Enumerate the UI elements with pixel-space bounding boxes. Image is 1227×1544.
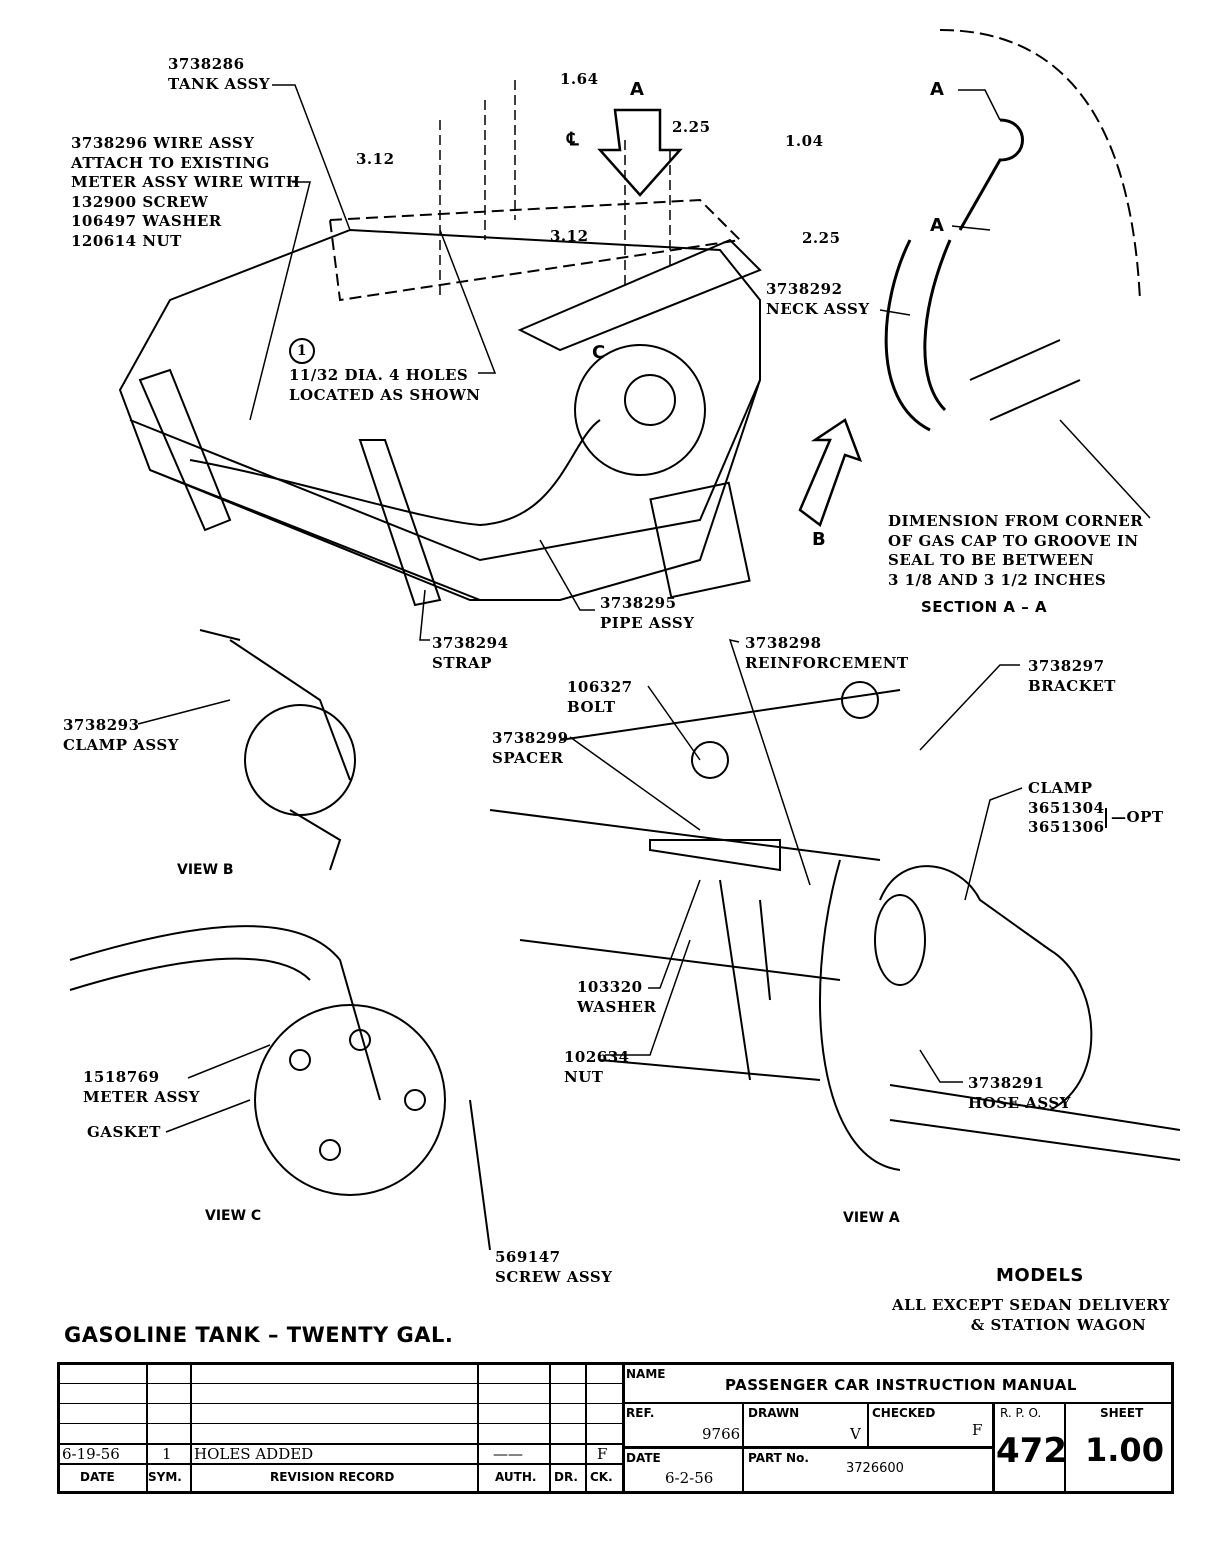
ref-label: REF. <box>626 1406 655 1420</box>
revision-ck: F <box>597 1445 608 1463</box>
ref-value: 9766 <box>702 1425 741 1443</box>
wire-assy-label: 3738296 WIRE ASSY ATTACH TO EXISTING MET… <box>71 134 301 250</box>
gasket-label: GASKET <box>87 1123 161 1141</box>
opt-label: —OPT <box>1105 808 1164 828</box>
bracket-label: 3738297 BRACKET <box>1028 657 1116 695</box>
header-dr: DR. <box>554 1470 578 1484</box>
tank-assy-label: 3738286 TANK ASSY <box>168 55 271 93</box>
arrow-b <box>798 418 863 528</box>
arrow-a <box>597 108 683 197</box>
checked-label: CHECKED <box>872 1406 936 1420</box>
view-b-label: VIEW B <box>177 862 234 878</box>
drawing-title: GASOLINE TANK – TWENTY GAL. <box>64 1323 454 1347</box>
revision-date: 6-19-56 <box>62 1445 120 1463</box>
part-label: PART No. <box>748 1451 809 1465</box>
spacer-label: 3738299 SPACER <box>492 729 569 767</box>
header-ck: CK. <box>590 1470 613 1484</box>
strap-right <box>358 439 442 607</box>
dim-3-12-right: 3.12 <box>550 227 589 245</box>
part-value: 3726600 <box>846 1461 904 1476</box>
dim-1-64: 1.64 <box>560 70 599 88</box>
pipe <box>189 419 601 527</box>
models-title: MODELS <box>996 1265 1084 1286</box>
dim-1-04: 1.04 <box>785 132 824 150</box>
washer-label: 103320 WASHER <box>577 978 657 1016</box>
drawn-label: DRAWN <box>748 1406 800 1420</box>
screw-assy-label: 569147 SCREW ASSY <box>495 1248 613 1286</box>
strap-label: 3738294 STRAP <box>432 634 509 672</box>
strap-left <box>138 368 232 532</box>
arrow-b-label: B <box>812 529 827 550</box>
section-a-top: A <box>930 79 945 100</box>
meter-assy <box>254 1004 446 1196</box>
manual-name: PASSENGER CAR INSTRUCTION MANUAL <box>725 1376 1077 1394</box>
view-c-circle <box>574 344 706 476</box>
title-block: 6-19-56 1 HOLES ADDED —— F DATE SYM. REV… <box>57 1362 1174 1494</box>
clamp-label: CLAMP 3651304 3651306 <box>1028 779 1105 836</box>
date-label: DATE <box>626 1451 661 1465</box>
dim-2-25-right: 2.25 <box>802 229 841 247</box>
view-c-label: VIEW C <box>205 1208 262 1224</box>
sheet-value: 1.00 <box>1085 1431 1164 1469</box>
section-a-mid: A <box>930 215 945 236</box>
drawn-value: V <box>850 1425 861 1443</box>
bolt-label: 106327 BOLT <box>567 678 633 716</box>
reinforcement-label: 3738298 REINFORCEMENT <box>745 634 909 672</box>
neck <box>884 239 952 432</box>
header-sym: SYM. <box>148 1470 182 1484</box>
meter-assy-label: 1518769 METER ASSY <box>83 1068 201 1106</box>
arrow-a-label: A <box>630 79 645 100</box>
section-a-a-label: SECTION A – A <box>921 598 1048 616</box>
centerline-symbol: ℄ <box>567 129 580 150</box>
dimension-note: DIMENSION FROM CORNER OF GAS CAP TO GROO… <box>888 512 1144 589</box>
rpo-label: R. P. O. <box>1000 1406 1042 1420</box>
point-c-label: C <box>592 342 606 363</box>
neck-assy-label: 3738292 NECK ASSY <box>766 280 870 318</box>
name-label: NAME <box>626 1367 666 1381</box>
header-record: REVISION RECORD <box>270 1470 395 1484</box>
models-list: ALL EXCEPT SEDAN DELIVERY & STATION WAGO… <box>892 1296 1170 1334</box>
sheet-label: SHEET <box>1100 1406 1144 1420</box>
note-number-badge: 1 <box>289 338 315 364</box>
revision-record: HOLES ADDED <box>194 1445 314 1463</box>
dim-2-25-top: 2.25 <box>672 118 711 136</box>
pipe-assy-label: 3738295 PIPE ASSY <box>600 594 695 632</box>
hose-assy-label: 3738291 HOSE ASSY <box>968 1074 1071 1112</box>
date-value: 6-2-56 <box>665 1469 714 1487</box>
nut-label: 102634 NUT <box>564 1048 630 1086</box>
revision-sym: 1 <box>162 1445 172 1463</box>
checked-value: F <box>972 1421 983 1439</box>
clamp-assy-label: 3738293 CLAMP ASSY <box>63 716 179 754</box>
dim-3-12-left: 3.12 <box>356 150 395 168</box>
header-auth: AUTH. <box>495 1470 537 1484</box>
view-b-clamp <box>244 704 356 816</box>
holes-note: 11/32 DIA. 4 HOLES LOCATED AS SHOWN <box>289 366 481 404</box>
header-date: DATE <box>80 1470 115 1484</box>
rpo-value: 472 <box>996 1431 1067 1471</box>
revision-auth: —— <box>493 1445 523 1463</box>
view-a-label: VIEW A <box>843 1210 900 1226</box>
